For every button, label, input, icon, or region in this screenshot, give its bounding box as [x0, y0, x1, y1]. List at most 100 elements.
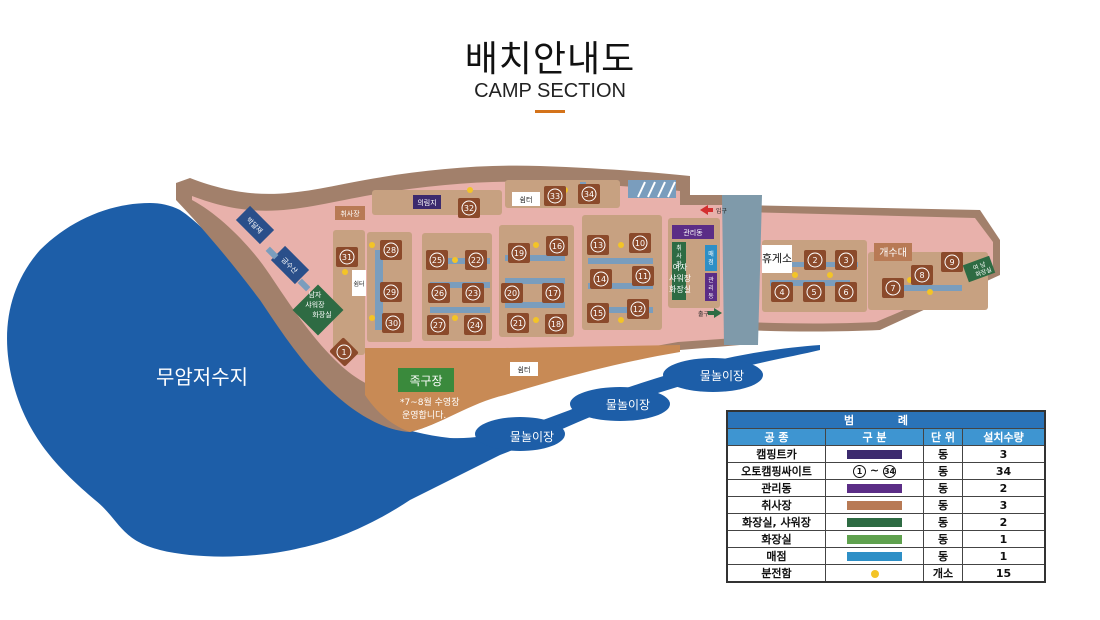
site-28[interactable]: 28	[380, 240, 402, 260]
legend-item-qty: 3	[962, 445, 1046, 463]
site-26[interactable]: 26	[428, 283, 450, 303]
foot-court-note-2: 운영합니다.	[402, 410, 446, 421]
site-31[interactable]: 31	[336, 247, 358, 267]
site-number: 26	[434, 289, 444, 298]
legend-item-qty: 3	[962, 496, 1046, 514]
site-number: 6	[843, 288, 848, 297]
label-men-restroom: 남자 샤워장 화장실	[305, 290, 331, 319]
legend-item-symbol	[825, 479, 924, 497]
label-uirimji: 의림지	[417, 198, 436, 207]
label-cookhouse: 취사장	[340, 209, 360, 218]
site-number: 13	[593, 241, 603, 250]
site-9[interactable]: 9	[941, 252, 963, 272]
site-10[interactable]: 10	[629, 233, 651, 253]
site-5[interactable]: 5	[803, 282, 825, 302]
site-19[interactable]: 19	[508, 243, 530, 263]
reservoir	[7, 203, 820, 557]
site-12[interactable]: 12	[627, 299, 649, 319]
site-number: 24	[470, 321, 480, 330]
legend-title: 범 례	[726, 410, 1046, 429]
site-30[interactable]: 30	[382, 313, 404, 333]
foot-court-note-1: *7~8월 수영장	[400, 396, 459, 408]
site-33[interactable]: 33	[544, 186, 566, 206]
site-21[interactable]: 21	[507, 313, 529, 333]
legend-swatch	[847, 484, 902, 493]
site-25[interactable]: 25	[426, 250, 448, 270]
bridge	[722, 195, 762, 345]
site-20[interactable]: 20	[501, 283, 523, 303]
site-1[interactable]: 1	[329, 337, 359, 367]
label-admin: 관리동	[683, 228, 703, 237]
label-shelter-bottom: 쉼터	[518, 365, 531, 374]
site-13[interactable]: 13	[587, 235, 609, 255]
legend-item-name: 매점	[726, 547, 826, 565]
site-number: 30	[388, 319, 398, 328]
site-32[interactable]: 32	[458, 198, 480, 218]
range-start: 1	[853, 464, 867, 478]
site-15[interactable]: 15	[587, 303, 609, 323]
site-number: 22	[471, 256, 481, 265]
site-number: 27	[433, 321, 443, 330]
legend-item-unit: 동	[923, 445, 963, 463]
legend-item-qty: 2	[962, 513, 1046, 531]
site-number: 17	[548, 289, 558, 298]
site-2[interactable]: 2	[804, 250, 826, 270]
site-4[interactable]: 4	[771, 282, 793, 302]
site-number: 32	[464, 204, 474, 213]
site-24[interactable]: 24	[464, 315, 486, 335]
legend-item-name: 관리동	[726, 479, 826, 497]
legend-header-unit: 단 위	[923, 428, 963, 446]
legend-header-type: 공 종	[726, 428, 826, 446]
site-27[interactable]: 27	[427, 315, 449, 335]
label-water-play-3: 물놀이장	[700, 369, 744, 383]
legend-item-symbol	[825, 496, 924, 514]
legend-item-name: 화장실	[726, 530, 826, 548]
legend-item-symbol	[825, 513, 924, 531]
site-number: 11	[638, 272, 648, 281]
site-number: 25	[432, 256, 442, 265]
legend-swatch	[847, 535, 902, 544]
legend-item-name: 취사장	[726, 496, 826, 514]
legend-item-unit: 개소	[923, 564, 963, 583]
site-14[interactable]: 14	[590, 269, 612, 289]
site-3[interactable]: 3	[835, 250, 857, 270]
legend-item-name: 화장실, 샤워장	[726, 513, 826, 531]
label-washroom: 개수대	[879, 247, 907, 259]
site-11[interactable]: 11	[632, 266, 654, 286]
site-17[interactable]: 17	[542, 283, 564, 303]
legend-item-qty: 34	[962, 462, 1046, 480]
site-8[interactable]: 8	[911, 265, 933, 285]
site-number: 10	[635, 239, 645, 248]
site-number: 3	[843, 256, 848, 265]
site-34[interactable]: 34	[578, 184, 600, 204]
site-number: 29	[386, 288, 396, 297]
site-number: 31	[342, 253, 352, 262]
site-22[interactable]: 22	[465, 250, 487, 270]
label-shelter-left: 쉼터	[353, 280, 364, 288]
site-16[interactable]: 16	[546, 236, 568, 256]
site-23[interactable]: 23	[462, 283, 484, 303]
site-7[interactable]: 7	[882, 278, 904, 298]
label-shelter-top: 쉼터	[520, 195, 533, 204]
legend-dot-icon	[870, 569, 879, 578]
site-number: 19	[514, 249, 524, 258]
range-end: 34	[882, 464, 896, 478]
site-number: 9	[949, 258, 954, 267]
site-6[interactable]: 6	[835, 282, 857, 302]
label-rest-area: 휴게소	[762, 252, 792, 265]
legend-item-symbol	[825, 530, 924, 548]
site-29[interactable]: 29	[380, 282, 402, 302]
site-18[interactable]: 18	[545, 314, 567, 334]
